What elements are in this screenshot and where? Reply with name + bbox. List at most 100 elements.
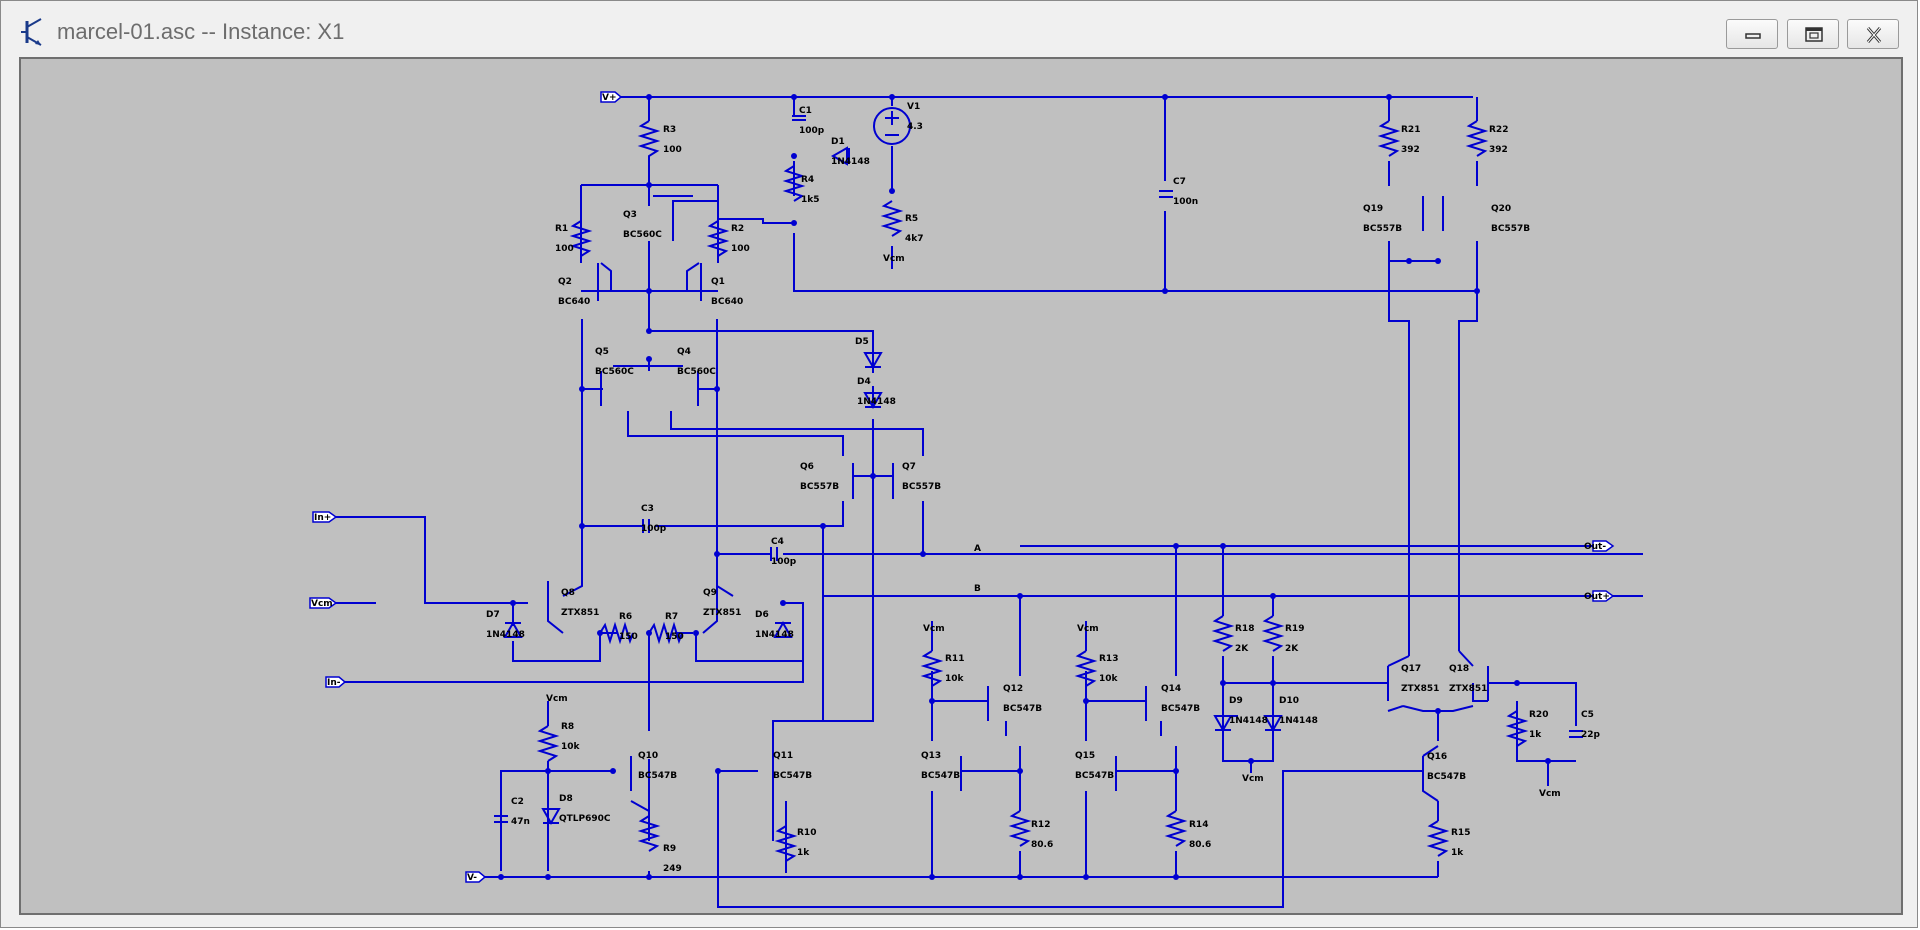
component-value-c3: 100p xyxy=(641,524,667,534)
schematic-canvas[interactable]: .w{stroke:#0000d0;stroke-width:2;fill:no… xyxy=(19,57,1903,915)
component-ref-r14: R14 xyxy=(1189,820,1208,830)
ltspice-app-icon xyxy=(21,18,42,46)
port-inplus-label: In+ xyxy=(314,513,331,523)
port-inplus xyxy=(312,511,338,523)
title-bar[interactable]: marcel-01.asc -- Instance: X1 xyxy=(1,1,1917,57)
component-ref-c3: C3 xyxy=(641,504,654,514)
port-inminus-label: In- xyxy=(327,678,341,688)
component-ref-r21: R21 xyxy=(1401,125,1420,135)
schematic-drawing: .w{stroke:#0000d0;stroke-width:2;fill:no… xyxy=(309,91,1643,908)
close-button[interactable] xyxy=(1847,19,1899,49)
port-outplus-label: Out+ xyxy=(1584,592,1610,602)
resistor-symbols xyxy=(536,120,1529,862)
component-value-q19: BC557B xyxy=(1363,224,1402,234)
component-value-q5: BC560C xyxy=(595,367,634,377)
component-value-r22: 392 xyxy=(1489,145,1508,155)
component-ref-r19: R19 xyxy=(1285,624,1304,634)
component-ref-d9: D9 xyxy=(1229,696,1243,706)
component-value-q20: BC557B xyxy=(1491,224,1530,234)
port-inminus xyxy=(325,676,347,688)
component-ref-r22: R22 xyxy=(1489,125,1508,135)
component-value-d1: 1N4148 xyxy=(831,157,870,167)
port-vcm-label: Vcm xyxy=(311,599,333,609)
port-vcm xyxy=(309,597,338,609)
component-value-r14: 80.6 xyxy=(1189,840,1211,850)
component-ref-q14: Q14 xyxy=(1161,684,1181,694)
component-value-r7: 150 xyxy=(665,632,684,642)
port-outplus xyxy=(1592,590,1615,602)
maximize-icon xyxy=(1805,27,1823,42)
close-icon xyxy=(1866,27,1882,43)
component-value-q15: BC547B xyxy=(1075,771,1114,781)
component-ref-q8: Q8 xyxy=(561,588,575,598)
component-value-d4: 1N4148 xyxy=(857,397,896,407)
transistor-symbols xyxy=(547,195,1489,791)
component-ref-q19: Q19 xyxy=(1363,204,1383,214)
component-value-q9: ZTX851 xyxy=(703,608,741,618)
component-value-r15: 1k xyxy=(1451,848,1464,858)
component-value-r8: 10k xyxy=(561,742,581,752)
component-value-r21: 392 xyxy=(1401,145,1420,155)
net-label-b: B xyxy=(974,584,981,594)
component-value-q18: ZTX851 xyxy=(1449,684,1487,694)
component-value-q3: BC560C xyxy=(623,230,662,240)
component-value-q4: BC560C xyxy=(677,367,716,377)
component-value-q12: BC547B xyxy=(1003,704,1042,714)
component-value-r5: 4k7 xyxy=(905,234,924,244)
component-value-r19: 2K xyxy=(1285,644,1299,654)
port-outminus-label: Out- xyxy=(1584,542,1606,552)
component-ref-q4: Q4 xyxy=(677,347,691,357)
net-label-vcm: Vcm xyxy=(883,254,905,264)
component-ref-q13: Q13 xyxy=(921,751,941,761)
component-ref-r9: R9 xyxy=(663,844,676,854)
component-ref-q3: Q3 xyxy=(623,210,637,220)
component-value-r13: 10k xyxy=(1099,674,1119,684)
port-vminus xyxy=(465,871,487,883)
component-ref-r20: R20 xyxy=(1529,710,1548,720)
component-ref-d4: D4 xyxy=(857,377,871,387)
component-value-r18: 2K xyxy=(1235,644,1249,654)
component-ref-r11: R11 xyxy=(945,654,964,664)
component-value-q11: BC547B xyxy=(773,771,812,781)
component-ref-c5: C5 xyxy=(1581,710,1594,720)
component-value-q13: BC547B xyxy=(921,771,960,781)
component-value-r11: 10k xyxy=(945,674,965,684)
port-vplus-label: V+ xyxy=(602,93,617,103)
component-ref-q6: Q6 xyxy=(800,462,814,472)
component-ref-q15: Q15 xyxy=(1075,751,1095,761)
component-ref-r12: R12 xyxy=(1031,820,1050,830)
port-flags: V+ In+ Vcm In- V- Out- Out+ xyxy=(309,91,1615,883)
component-ref-q16: Q16 xyxy=(1427,752,1447,762)
component-value-q6: BC557B xyxy=(800,482,839,492)
component-labels: R3100C1100pD11N4148V14.3R41k5R54k7C7100n… xyxy=(486,102,1601,874)
component-ref-c1: C1 xyxy=(799,106,812,116)
component-ref-q2: Q2 xyxy=(558,277,572,287)
component-value-c5: 22p xyxy=(1581,730,1601,740)
component-value-c4: 100p xyxy=(771,557,797,567)
minimize-icon xyxy=(1745,33,1761,39)
component-ref-r4: R4 xyxy=(801,175,814,185)
component-ref-q20: Q20 xyxy=(1491,204,1511,214)
component-ref-r13: R13 xyxy=(1099,654,1118,664)
component-value-r10: 1k xyxy=(797,848,810,858)
component-value-d6: 1N4148 xyxy=(755,630,794,640)
component-ref-r6: R6 xyxy=(619,612,632,622)
component-value-q7: BC557B xyxy=(902,482,941,492)
component-value-r1: 100 xyxy=(555,244,574,254)
component-value-c1: 100p xyxy=(799,126,825,136)
component-ref-q12: Q12 xyxy=(1003,684,1023,694)
component-ref-q7: Q7 xyxy=(902,462,916,472)
component-value-c2: 47n xyxy=(511,817,530,827)
capacitor-symbols xyxy=(494,115,1583,823)
component-value-d7: 1N4148 xyxy=(486,630,525,640)
net-label-vcm: Vcm xyxy=(546,694,568,704)
component-ref-q9: Q9 xyxy=(703,588,717,598)
component-ref-r3: R3 xyxy=(663,125,676,135)
net-label-vcm: Vcm xyxy=(1077,624,1099,634)
component-ref-c4: C4 xyxy=(771,537,784,547)
diode-symbols xyxy=(503,146,1283,826)
minimize-button[interactable] xyxy=(1726,19,1778,49)
maximize-button[interactable] xyxy=(1787,19,1839,49)
wires xyxy=(326,96,1643,908)
